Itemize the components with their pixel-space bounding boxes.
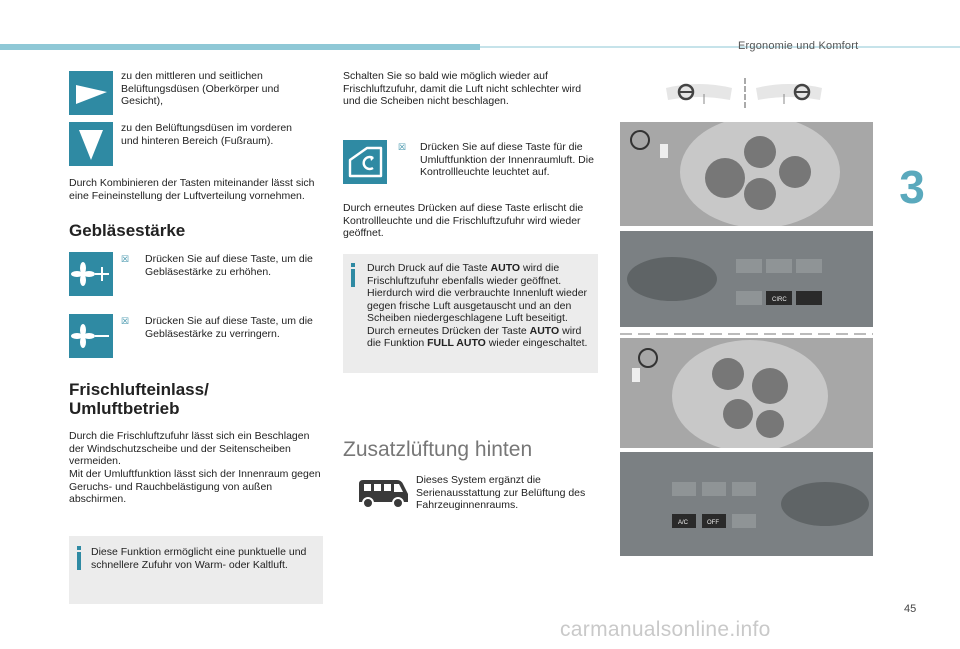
info-icon (351, 263, 355, 287)
bullet-recirc: ☒ (398, 142, 407, 152)
recirculation-icon (343, 140, 387, 184)
fan-plus-icon (69, 252, 113, 296)
header-bar (0, 44, 480, 50)
airflow-upper-text: zu den mittleren und seitlichen Belüftun… (121, 70, 280, 107)
watermark: carmanualsonline.info (560, 618, 771, 641)
rear-vent-photo-2 (620, 338, 873, 448)
recirc-text: Drücken Sie auf diese Taste für die Umlu… (420, 141, 594, 178)
divider (744, 78, 748, 108)
steering-left-icon (664, 80, 734, 106)
fresh-heading-1: Frischlufteinlass/ (69, 380, 209, 399)
section-title: Ergonomie und Komfort (738, 40, 859, 52)
page-number: 45 (904, 603, 917, 615)
steering-right-icon (754, 80, 824, 106)
rear-heading: Zusatzlüftung hinten (343, 438, 533, 461)
fresh-text-1: Durch die Frischluftzufuhr lässt sich ei… (69, 430, 310, 467)
rear-text: Dieses System ergänzt die Serienausstatt… (416, 474, 586, 511)
header-bar-thin (480, 46, 960, 48)
recirc-again-text: Durch erneutes Drücken auf diese Taste e… (343, 202, 584, 239)
info-box-left: Diese Funktion ermöglicht eine punktuell… (69, 536, 323, 604)
vent-upper-icon (69, 71, 113, 115)
fresh-heading-2: Umluftbetrieb (69, 399, 180, 418)
bullet-blower-up: ☒ (121, 254, 130, 264)
airflow-foot-text: zu den Belüftungsdüsen im vorderen und h… (121, 122, 293, 147)
rear-panel-photo-1: CIRC (620, 231, 873, 327)
blower-up-text: Drücken Sie auf diese Taste, um die Gebl… (145, 253, 313, 278)
panel-label-circ: CIRC (772, 297, 787, 303)
blower-heading: Gebläsestärke (69, 221, 186, 240)
panel-label-off: OFF (707, 520, 719, 526)
fresh-intro-text: Schalten Sie so bald wie möglich wieder … (343, 70, 582, 107)
rear-panel-photo-2: OFF A/C (620, 452, 873, 556)
fan-minus-icon (69, 314, 113, 358)
chapter-number: 3 (899, 161, 925, 213)
bullet-blower-down: ☒ (121, 316, 130, 326)
van-icon (355, 474, 411, 512)
panel-label-auto: A/C (678, 520, 689, 526)
info-left-text: Diese Funktion ermöglicht eine punktuell… (91, 546, 307, 571)
vent-foot-icon (69, 122, 113, 166)
photo-separator (620, 327, 873, 339)
info-middle-text: Durch Druck auf die Taste AUTO wird die … (367, 262, 588, 349)
rear-vent-photo-1 (620, 122, 873, 226)
info-box-middle: Durch Druck auf die Taste AUTO wird die … (343, 254, 598, 373)
blower-down-text: Drücken Sie auf diese Taste, um die Gebl… (145, 315, 313, 340)
fresh-text-2: Mit der Umluftfunktion lässt sich der In… (69, 468, 321, 505)
combine-text: Durch Kombinieren der Tasten miteinander… (69, 177, 315, 202)
info-icon (77, 546, 81, 570)
